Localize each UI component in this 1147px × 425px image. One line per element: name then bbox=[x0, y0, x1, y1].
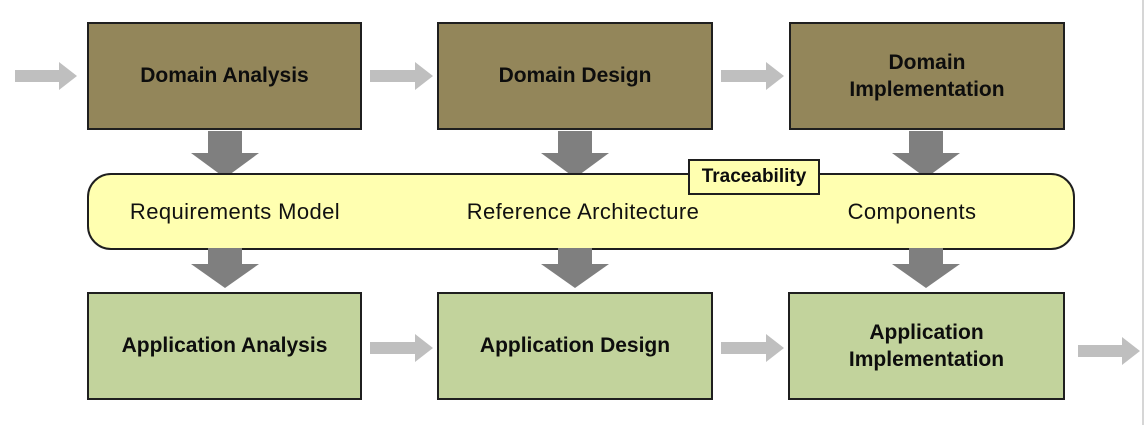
flow-down-arrow-icon bbox=[892, 248, 960, 288]
process-box-label: Domain Analysis bbox=[140, 64, 309, 88]
traceability-band bbox=[87, 173, 1075, 250]
flow-right-arrow-icon bbox=[1078, 337, 1140, 365]
band-item-components: Components bbox=[847, 199, 977, 224]
process-box-domain-design: Domain Design bbox=[437, 22, 713, 130]
traceability-tag-label: Traceability bbox=[701, 166, 807, 187]
process-box-application-implementation: Application Implementation bbox=[788, 292, 1065, 400]
process-box-domain-implementation: Domain Implementation bbox=[789, 22, 1065, 130]
flow-right-arrow-icon bbox=[370, 334, 433, 362]
process-box-label: Application Design bbox=[479, 334, 671, 358]
process-box-application-analysis: Application Analysis bbox=[87, 292, 362, 400]
process-box-label: Application Analysis bbox=[121, 334, 328, 358]
page-edge-line bbox=[1142, 0, 1144, 425]
process-box-label: Application Implementation bbox=[848, 320, 1005, 371]
flow-right-arrow-icon bbox=[15, 62, 77, 90]
band-item-requirements-model: Requirements Model bbox=[129, 199, 341, 224]
process-box-application-design: Application Design bbox=[437, 292, 713, 400]
flow-down-arrow-icon bbox=[541, 131, 609, 178]
flow-down-arrow-icon bbox=[892, 131, 960, 178]
band-item-reference-architecture: Reference Architecture bbox=[466, 199, 700, 224]
process-box-label: Domain Design bbox=[498, 64, 652, 88]
flow-down-arrow-icon bbox=[191, 248, 259, 288]
flow-down-arrow-icon bbox=[191, 131, 259, 178]
process-box-label: Domain Implementation bbox=[849, 50, 1005, 101]
flow-right-arrow-icon bbox=[721, 62, 784, 90]
process-box-domain-analysis: Domain Analysis bbox=[87, 22, 362, 130]
flow-down-arrow-icon bbox=[541, 248, 609, 288]
flow-right-arrow-icon bbox=[721, 334, 784, 362]
traceability-tag: Traceability bbox=[688, 159, 820, 195]
flow-right-arrow-icon bbox=[370, 62, 433, 90]
